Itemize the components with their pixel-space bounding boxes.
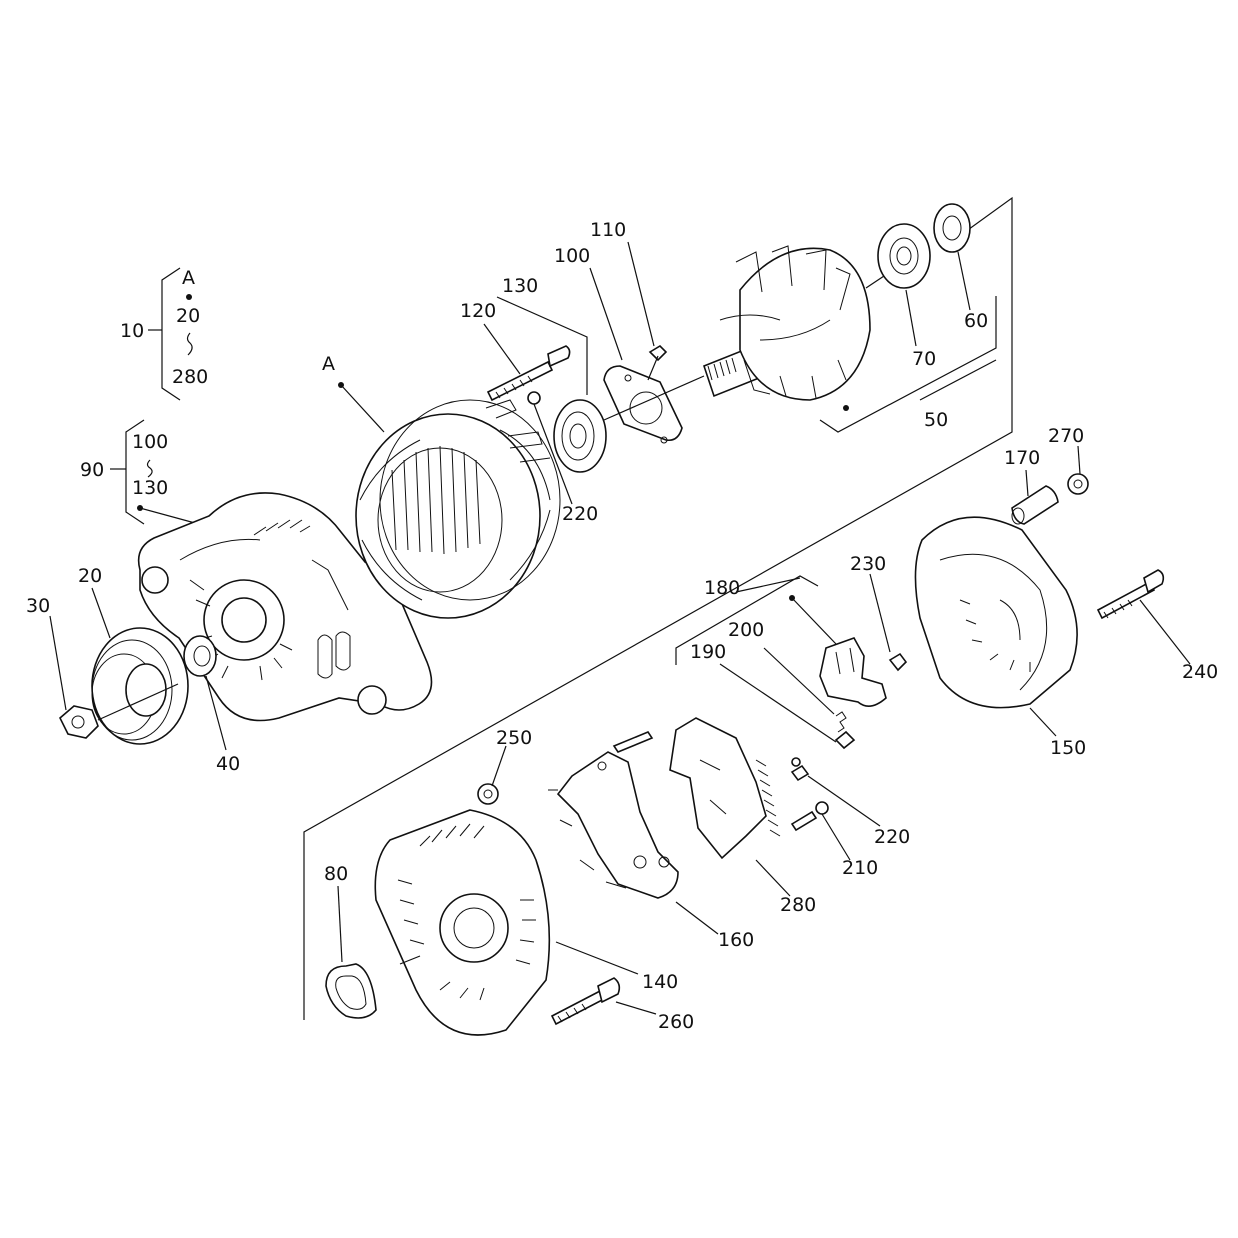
regulator-part <box>789 595 887 707</box>
callout-210: 210 <box>842 857 878 879</box>
group-bracket-90: 90 100 130 <box>80 419 207 527</box>
rectifier-part <box>548 731 679 899</box>
screw-210-part <box>790 801 829 832</box>
regulator-screw-part <box>888 652 908 672</box>
group-label-90: 90 <box>80 459 104 481</box>
group-label-10: 10 <box>120 320 144 342</box>
rotor-part <box>703 245 871 411</box>
reference-a: A <box>322 353 385 433</box>
callout-80: 80 <box>324 863 348 885</box>
spacer-part <box>183 635 217 677</box>
callout-140: 140 <box>642 971 678 993</box>
callout-100: 100 <box>554 245 590 267</box>
ring-washer-part <box>865 203 971 289</box>
stator-part <box>355 399 561 619</box>
callout-110: 110 <box>590 219 626 241</box>
reference-a-label: A <box>322 353 335 375</box>
callout-220-lower: 220 <box>874 826 910 848</box>
callout-240: 240 <box>1182 661 1218 683</box>
group-90-member-100: 100 <box>132 431 168 453</box>
rear-cover-part <box>914 516 1078 709</box>
washer-part <box>477 783 499 805</box>
callout-130: 130 <box>502 275 538 297</box>
callout-160: 160 <box>718 929 754 951</box>
clip-part <box>325 963 377 1019</box>
bearing-plate-part <box>603 365 705 444</box>
plate-screw-part <box>647 344 668 381</box>
rear-bearing-part <box>877 223 931 289</box>
callout-200: 200 <box>728 619 764 641</box>
rear-housing-part <box>374 809 551 1036</box>
callout-40: 40 <box>216 753 240 775</box>
callout-270: 270 <box>1048 425 1084 447</box>
callout-190: 190 <box>690 641 726 663</box>
brush-spring-part <box>835 711 847 733</box>
callout-20: 20 <box>78 565 102 587</box>
group-10-member-280: 280 <box>172 366 208 388</box>
bearing-part <box>553 399 607 473</box>
housing-bolt-part <box>550 977 621 1026</box>
callout-150: 150 <box>1050 737 1086 759</box>
callout-50: 50 <box>924 409 948 431</box>
carbon-brush-part <box>834 730 856 750</box>
group-10-member-a: A <box>182 267 195 289</box>
long-bolt-part <box>1096 569 1165 620</box>
brush-holder-part <box>669 717 781 860</box>
sleeve-part <box>1011 485 1059 525</box>
callout-180: 180 <box>704 577 740 599</box>
callout-250: 250 <box>496 727 532 749</box>
callout-labels: 110 100 130 120 60 70 50 220 270 170 180… <box>26 219 1218 1033</box>
callout-70: 70 <box>912 348 936 370</box>
group-10-member-20: 20 <box>176 305 200 327</box>
nut-part <box>59 683 179 739</box>
small-screw-part <box>527 391 573 505</box>
callout-170: 170 <box>1004 447 1040 469</box>
cap-nut-part <box>1067 473 1089 495</box>
callout-220-upper: 220 <box>562 503 598 525</box>
leader-lines <box>49 241 1191 1015</box>
callout-280: 280 <box>780 894 816 916</box>
callout-120: 120 <box>460 300 496 322</box>
small-screw-b-part <box>790 757 810 782</box>
callout-30: 30 <box>26 595 50 617</box>
callout-260: 260 <box>658 1011 694 1033</box>
stud-screw-part <box>486 345 571 402</box>
callout-60: 60 <box>964 310 988 332</box>
group-bracket-10: 10 A 20 280 <box>120 267 208 401</box>
range-tilde-icon <box>186 332 193 356</box>
group-90-member-130: 130 <box>132 477 168 499</box>
callout-230: 230 <box>850 553 886 575</box>
assembly-guide-lines <box>303 196 1013 1020</box>
range-tilde-icon <box>146 459 153 478</box>
